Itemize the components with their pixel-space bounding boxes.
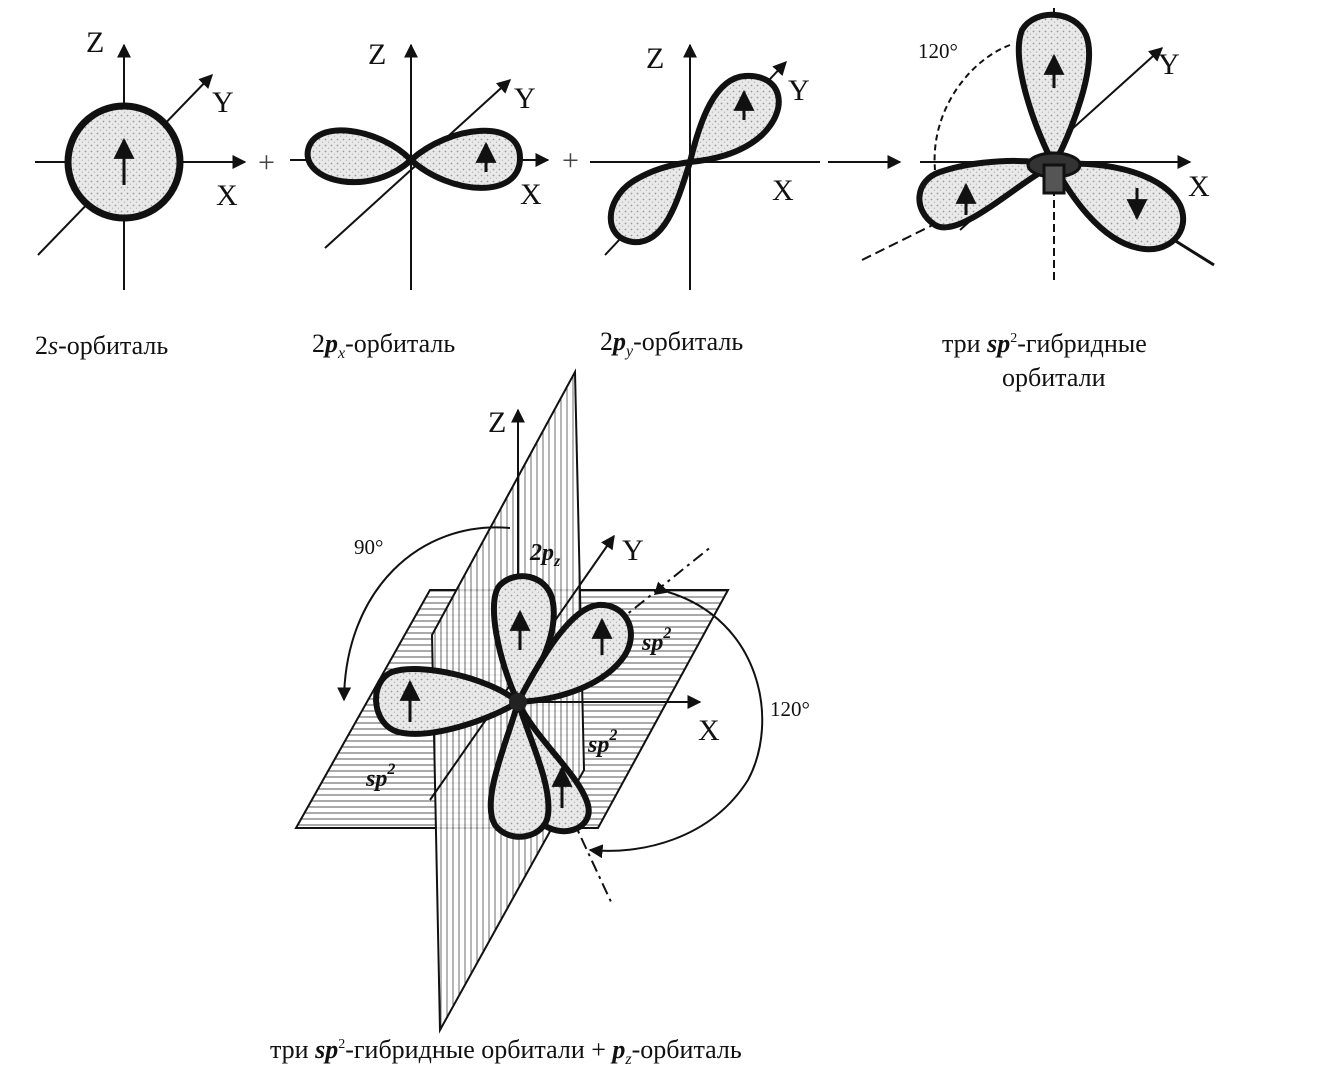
y-axis-label: Y <box>514 82 536 115</box>
caption-sp2-line2: орбитали <box>1002 363 1106 392</box>
bottom-sp2-pz-diagram: Z Y X 90° 120° 2pz sp2 sp2 sp2 <box>294 368 810 1034</box>
sp2-label-center: sp2 <box>587 727 617 758</box>
angle-label-120: 120° <box>918 39 958 63</box>
x-axis-label: X <box>1188 170 1210 203</box>
angle-arc-90 <box>337 526 511 702</box>
y-axis-label: Y <box>788 74 810 107</box>
x-axis-label: X <box>520 178 542 211</box>
angle-arc-120 <box>933 44 1011 171</box>
sp2-lobe-top <box>1015 11 1093 172</box>
z-axis-label: Z <box>86 26 104 59</box>
caption-2py: 2py-орбиталь <box>600 327 743 360</box>
py-lobe-lower <box>607 158 695 246</box>
caption-2px: 2px-орбиталь <box>312 329 455 362</box>
y-axis-label: Y <box>212 86 234 119</box>
z-axis-label: Z <box>646 42 664 75</box>
angle-label-120: 120° <box>770 697 810 721</box>
x-axis-label: X <box>216 179 238 212</box>
py-lobe-upper <box>686 72 782 166</box>
caption-sp2-line1: три sp2-гибридные <box>942 329 1147 358</box>
pz-lobe-lower <box>487 691 552 840</box>
plus-sign-1: + <box>258 146 275 179</box>
px-lobe-left <box>304 127 416 186</box>
sp2-lobe-left <box>916 157 1064 231</box>
z-axis-label: Z <box>368 38 386 71</box>
hybrid-axis-dashed <box>517 545 713 703</box>
plus-sign-2: + <box>562 144 579 177</box>
sp2-label-right: sp2 <box>641 625 671 656</box>
pz-label: 2pz <box>529 540 561 570</box>
angle-label-90: 90° <box>354 535 383 559</box>
z-axis-label: Z <box>488 406 506 439</box>
pz-stub <box>1042 163 1066 195</box>
px-lobe-right <box>406 127 524 191</box>
panel-sp2: 120° Y X <box>861 5 1215 280</box>
caption-bottom: три sp2-гибридные орбитали + pz-орбиталь <box>270 1035 742 1068</box>
panel-2px: Z Y X <box>290 38 550 290</box>
nucleus-core <box>509 693 527 711</box>
panel-2py: Z Y X <box>590 42 820 290</box>
panel-2s: Z Y X <box>35 26 247 290</box>
y-axis-label: Y <box>1158 48 1180 81</box>
x-axis-label: X <box>698 714 720 747</box>
caption-2s: 2s-орбиталь <box>35 331 168 360</box>
sp2-label-left: sp2 <box>365 761 395 792</box>
angle-arc-120 <box>588 581 764 859</box>
y-axis-label: Y <box>622 534 644 567</box>
x-axis-label: X <box>772 174 794 207</box>
sp2-lobe-right <box>1049 160 1187 253</box>
